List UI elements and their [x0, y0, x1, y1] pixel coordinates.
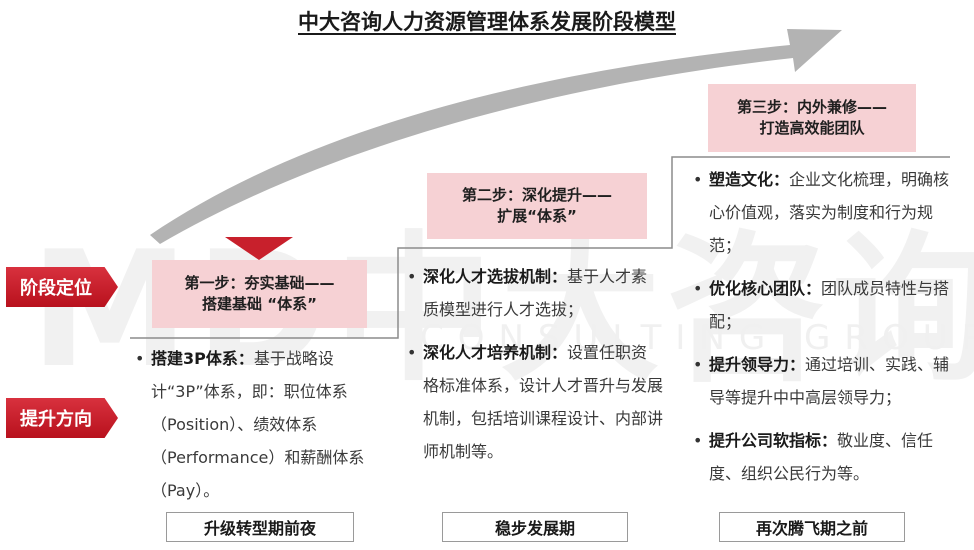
list-item: 搭建3P体系：基于战略设计“3P”体系，即：职位体系（Position）、绩效体… — [135, 342, 378, 507]
item-text: 敬业度、信任度、组织公民行为等。 — [709, 431, 934, 483]
item-text: 基于战略设计“3P”体系，即：职位体系（Position）、绩效体系（Perfo… — [151, 349, 365, 500]
phase-label-1: 升级转型期前夜 — [166, 512, 354, 542]
item-text: 基于人才素质模型进行人才选拔； — [423, 267, 648, 319]
growth-arrow — [150, 29, 842, 244]
tag-direction: 提升方向 — [6, 398, 118, 438]
step-two-line1: 第二步：深化提升—— — [461, 186, 612, 204]
phase-label-2: 稳步发展期 — [442, 512, 628, 542]
step-three-line2: 打造高效能团队 — [759, 119, 865, 137]
list-item: 提升领导力：通过培训、实践、辅导等提升中中高层领导力； — [693, 348, 955, 414]
list-item: 优化核心团队：团队成员特性与搭配； — [693, 272, 955, 338]
item-heading: 深化人才选拔机制： — [423, 267, 568, 286]
step-two-line2: 扩展“体系” — [497, 207, 577, 225]
item-heading: 提升领导力： — [709, 355, 806, 374]
item-heading: 塑造文化： — [709, 170, 790, 189]
step-one-box: 第一步：夯实基础—— 搭建基础 “体系” — [152, 260, 367, 328]
step-marker-triangle — [225, 237, 293, 260]
step-one-line2: 搭建基础 “体系” — [202, 295, 317, 313]
step-one-line1: 第一步：夯实基础—— — [184, 274, 335, 292]
item-heading: 深化人才培养机制： — [423, 343, 568, 362]
step-three-line1: 第三步：内外兼修—— — [736, 98, 887, 116]
step-three-box: 第三步：内外兼修—— 打造高效能团队 — [708, 84, 916, 152]
item-text: 企业文化梳理，明确核心价值观，落实为制度和行为规范； — [709, 170, 950, 255]
item-text: 团队成员特性与搭配； — [709, 279, 950, 331]
item-text: 设置任职资格标准体系，设计人才晋升与发展机制，包括培训课程设计、内部讲师机制等。 — [423, 343, 664, 461]
list-item: 塑造文化：企业文化梳理，明确核心价值观，落实为制度和行为规范； — [693, 163, 955, 262]
page-title: 中大咨询人力资源管理体系发展阶段模型 — [298, 10, 676, 34]
item-heading: 搭建3P体系： — [151, 349, 254, 368]
item-heading: 优化核心团队： — [709, 279, 822, 298]
step-two-box: 第二步：深化提升—— 扩展“体系” — [427, 173, 647, 239]
item-heading: 提升公司软指标： — [709, 431, 838, 450]
phase-label-3: 再次腾飞期之前 — [719, 512, 905, 542]
list-item: 深化人才培养机制：设置任职资格标准体系，设计人才晋升与发展机制，包括培训课程设计… — [407, 336, 663, 468]
column-step-three: 塑造文化：企业文化梳理，明确核心价值观，落实为制度和行为规范； 优化核心团队：团… — [693, 163, 955, 490]
list-item: 深化人才选拔机制：基于人才素质模型进行人才选拔； — [407, 260, 663, 326]
item-text: 通过培训、实践、辅导等提升中中高层领导力； — [709, 355, 950, 407]
staircase-line — [130, 156, 950, 339]
column-step-two: 深化人才选拔机制：基于人才素质模型进行人才选拔； 深化人才培养机制：设置任职资格… — [407, 260, 663, 468]
tag-stage-position: 阶段定位 — [6, 267, 118, 307]
list-item: 提升公司软指标：敬业度、信任度、组织公民行为等。 — [693, 424, 955, 490]
column-step-one: 搭建3P体系：基于战略设计“3P”体系，即：职位体系（Position）、绩效体… — [135, 342, 378, 507]
